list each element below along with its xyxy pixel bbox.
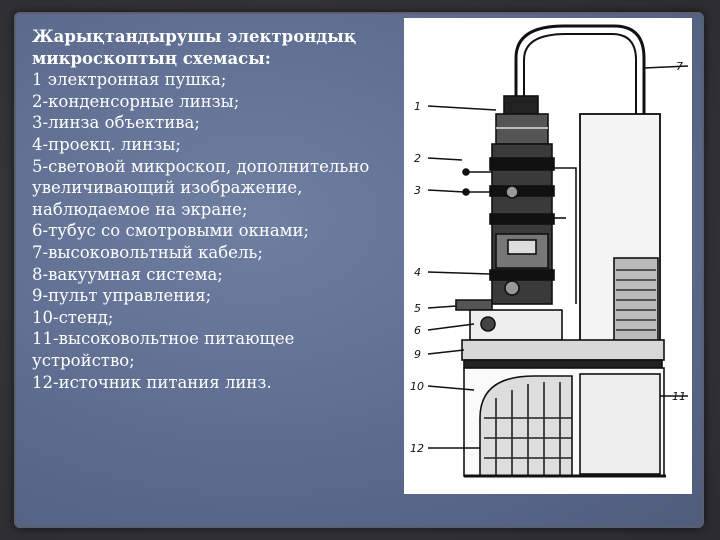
figure-label: 10 xyxy=(410,380,424,393)
caption-item: 9-пульт управления; xyxy=(32,286,212,306)
caption-item: 11-высоковольтное питающее xyxy=(32,329,295,349)
caption-item: устройство; xyxy=(32,350,135,370)
caption-item: 4-проекц. линзы; xyxy=(32,134,181,154)
figure-label: 6 xyxy=(414,324,421,337)
caption-item: увеличивающий изображение, xyxy=(32,178,303,198)
caption-item: 2-конденсорные линзы; xyxy=(32,91,240,111)
figure-label: 1 xyxy=(414,100,421,113)
caption-item: наблюдаемое на экране; xyxy=(32,199,248,219)
caption-item: 3-линза объектива; xyxy=(32,113,200,133)
figure-label: 9 xyxy=(414,348,421,361)
figure-label: 11 xyxy=(672,390,686,403)
caption-item: 12-источник питания линз. xyxy=(32,372,272,392)
control-desk xyxy=(461,339,665,361)
figure-label: 5 xyxy=(414,302,421,315)
caption-item: 5-световой микроскоп, дополнительно xyxy=(32,156,370,176)
figure-label: 2 xyxy=(414,152,421,165)
caption-item: 1 электронная пушка; xyxy=(32,70,227,90)
hv-cable xyxy=(514,24,646,118)
electron-gun xyxy=(503,95,539,117)
caption-item: 7-высоковольтный кабель; xyxy=(32,242,263,262)
caption-title-line-2: микроскоптың схемасы: xyxy=(32,48,271,68)
microscope-schematic: 1 2 3 4 5 6 9 10 11 12 7 xyxy=(404,18,692,494)
caption-item: 8-вакуумная система; xyxy=(32,264,223,284)
figure-label: 7 xyxy=(676,60,683,73)
caption-text: Жарықтандырушы электрондық микроскоптың … xyxy=(32,26,402,393)
figure-label: 3 xyxy=(414,184,421,197)
caption-item: 10-стенд; xyxy=(32,307,114,327)
figure-label: 4 xyxy=(414,266,421,279)
figure-label: 12 xyxy=(410,442,424,455)
caption-item: 6-тубус со смотровыми окнами; xyxy=(32,221,310,241)
caption-title-line-1: Жарықтандырушы электрондық xyxy=(32,27,357,46)
microscope-drawing: 1 2 3 4 5 6 9 10 11 12 7 xyxy=(410,24,689,478)
